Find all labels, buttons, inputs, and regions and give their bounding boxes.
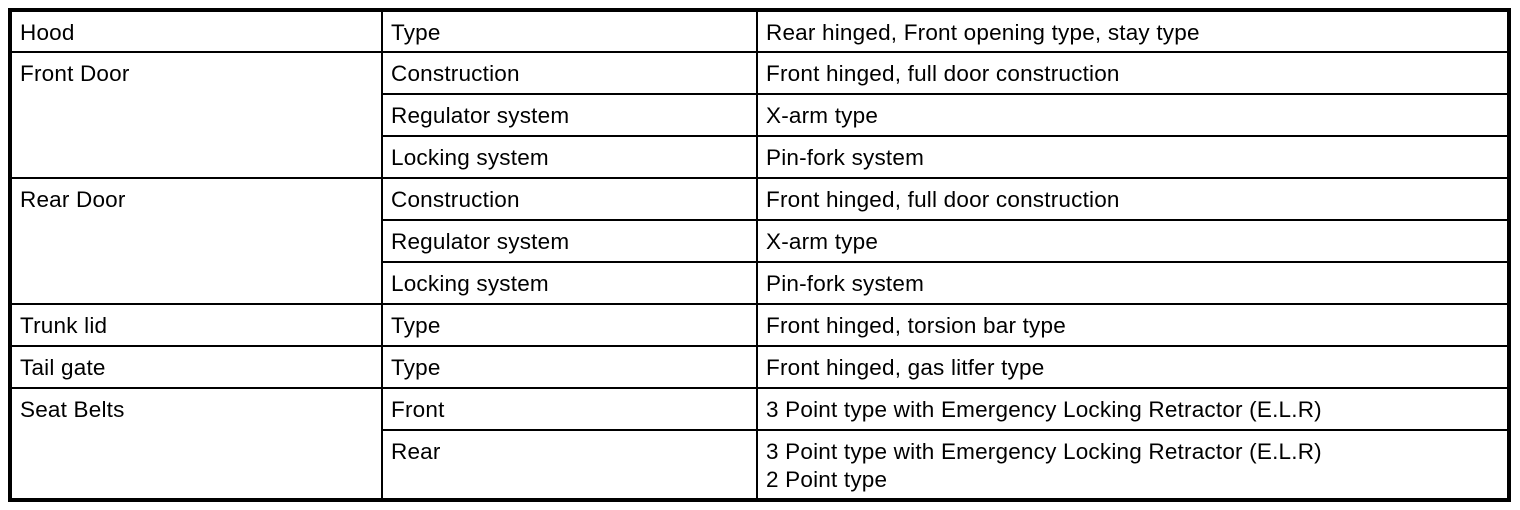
attribute-cell: Locking system bbox=[381, 261, 758, 305]
table-row: Locking system Pin-fork system bbox=[10, 135, 1510, 179]
value-cell: Front hinged, full door construction bbox=[756, 177, 1510, 221]
attribute-cell: Front bbox=[381, 387, 758, 431]
value-cell: Front hinged, full door construction bbox=[756, 51, 1510, 95]
value-cell: X-arm type bbox=[756, 219, 1510, 263]
table-row: Front Door Construction Front hinged, fu… bbox=[9, 51, 1510, 179]
component-cell-tail-gate: Tail gate bbox=[9, 345, 383, 389]
attribute-cell: Construction bbox=[381, 177, 758, 221]
value-cell: Front hinged, torsion bar type bbox=[756, 303, 1510, 347]
table-row: Seat Belts Front 3 Point type with Emerg… bbox=[9, 387, 1510, 501]
component-cell-hood: Hood bbox=[9, 9, 383, 53]
attribute-cell: Construction bbox=[381, 51, 758, 95]
attribute-cell: Type bbox=[381, 9, 758, 53]
attribute-cell: Type bbox=[381, 303, 758, 347]
attribute-cell: Locking system bbox=[381, 135, 758, 179]
value-cell: Front hinged, gas litfer type bbox=[756, 345, 1510, 389]
value-cell: Rear hinged, Front opening type, stay ty… bbox=[756, 9, 1510, 53]
table-row: Hood Type Rear hinged, Front opening typ… bbox=[9, 9, 1510, 53]
table-row: Rear Door Construction Front hinged, ful… bbox=[9, 177, 1510, 305]
component-cell-front-door: Front Door bbox=[9, 51, 383, 179]
spec-table: Hood Type Rear hinged, Front opening typ… bbox=[8, 8, 1511, 502]
table-row: Tail gate Type Front hinged, gas litfer … bbox=[9, 345, 1510, 389]
value-cell: 3 Point type with Emergency Locking Retr… bbox=[756, 387, 1510, 431]
table-row: Locking system Pin-fork system bbox=[10, 261, 1510, 305]
attribute-cell: Type bbox=[381, 345, 758, 389]
table-row: Regulator system X-arm type bbox=[10, 219, 1510, 263]
value-cell: Pin-fork system bbox=[756, 135, 1510, 179]
attribute-cell: Rear bbox=[381, 429, 758, 501]
attribute-cell: Regulator system bbox=[381, 219, 758, 263]
component-cell-trunk-lid: Trunk lid bbox=[9, 303, 383, 347]
value-cell: Pin-fork system bbox=[756, 261, 1510, 305]
component-cell-seat-belts: Seat Belts bbox=[9, 387, 383, 501]
component-cell-rear-door: Rear Door bbox=[9, 177, 383, 305]
table-row: Trunk lid Type Front hinged, torsion bar… bbox=[9, 303, 1510, 347]
table-row: Rear 3 Point type with Emergency Locking… bbox=[10, 429, 1510, 501]
attribute-cell: Regulator system bbox=[381, 93, 758, 137]
value-cell: 3 Point type with Emergency Locking Retr… bbox=[756, 429, 1510, 501]
table-row: Regulator system X-arm type bbox=[10, 93, 1510, 137]
value-cell: X-arm type bbox=[756, 93, 1510, 137]
